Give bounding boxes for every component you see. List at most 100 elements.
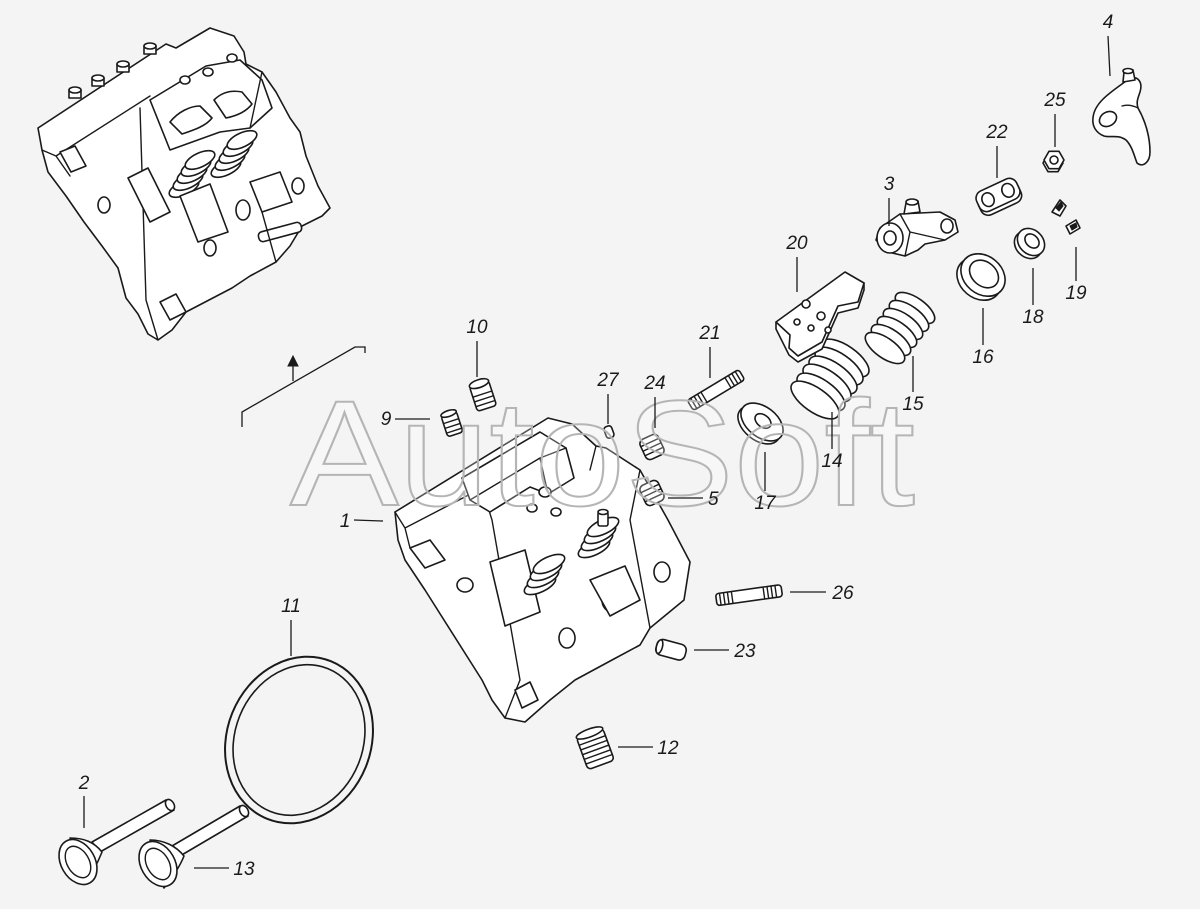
- part-19-valve-keepers-detail: [1055, 201, 1064, 212]
- part-18-washer-detail: [1024, 233, 1040, 249]
- assembled-cylinder-head-view-detail: [169, 105, 213, 135]
- part-12-threaded-plug: [575, 726, 614, 770]
- callout-12: 12: [618, 738, 679, 759]
- part-15-valve-spring: [864, 291, 936, 365]
- part-21-stud-detail: [687, 369, 745, 411]
- part-12-threaded-plug-detail: [578, 734, 613, 765]
- callout-label: 24: [643, 373, 665, 394]
- callouts: 1 2 3 4 5 9 10 11: [78, 12, 1114, 880]
- part-23-plug-detail: [655, 639, 664, 655]
- part-2-valve-detail: [58, 838, 98, 886]
- part-3-rocker-bracket-detail: [940, 218, 954, 234]
- part-5-insert: [639, 479, 665, 507]
- callout-11: 11: [281, 596, 301, 656]
- callout-17: 17: [754, 452, 777, 514]
- part-21-stud: [687, 369, 745, 411]
- assembled-cylinder-head-view-detail: [159, 293, 187, 321]
- part-1-cylinder-head-detail: [514, 681, 539, 709]
- assembled-cylinder-head-view-detail: [41, 95, 159, 341]
- part-3-rocker-bracket: [875, 198, 959, 257]
- assembled-cylinder-head-view: [37, 27, 331, 341]
- part-27-pin-detail: [603, 425, 615, 439]
- part-25-nut-detail: [1049, 155, 1059, 165]
- part-22-plate-detail: [981, 192, 996, 208]
- leader-line: [1107, 35, 1111, 77]
- callout-label: 4: [1103, 12, 1114, 33]
- part-1-cylinder-head-detail: [538, 486, 552, 498]
- callout-label: 9: [381, 409, 392, 430]
- assembled-cylinder-head-view-detail: [213, 90, 253, 119]
- callout-label: 3: [884, 174, 895, 195]
- part-20-plate: [775, 271, 865, 363]
- assembled-cylinder-head-view-detail: [291, 177, 305, 195]
- part-10-plug-detail: [468, 377, 490, 390]
- callout-label: 16: [972, 347, 994, 368]
- part-13-valve: [138, 804, 250, 889]
- part-10-plug: [468, 377, 497, 412]
- assembled-cylinder-head-view-detail: [68, 86, 82, 94]
- part-2-valve-detail: [64, 845, 92, 879]
- part-1-cylinder-head-detail: [597, 508, 609, 516]
- part-20-plate-detail: [801, 299, 811, 309]
- part-16-spring-seat-detail: [968, 259, 1000, 289]
- part-1-cylinder-head-detail: [653, 561, 671, 583]
- callout-13: 13: [194, 859, 255, 880]
- part-15-valve-spring-detail: [864, 331, 906, 365]
- callout-4: 4: [1103, 12, 1114, 77]
- direction-arrow-detail: [241, 346, 366, 427]
- part-3-rocker-bracket-detail: [883, 230, 897, 246]
- part-20-plate-detail: [807, 324, 815, 332]
- part-12-threaded-plug-detail: [575, 726, 604, 740]
- part-1-cylinder-head-detail: [526, 503, 538, 513]
- callout-27: 27: [596, 370, 620, 424]
- callout-5: 5: [668, 489, 719, 510]
- part-14-valve-spring: [790, 338, 870, 420]
- direction-arrow-detail: [287, 354, 299, 367]
- part-26-stud-detail: [718, 584, 778, 606]
- part-18-washer: [1013, 227, 1046, 260]
- callout-3: 3: [884, 174, 895, 226]
- part-1-cylinder-head-detail: [409, 539, 446, 569]
- part-11-gasket-ring: [224, 655, 374, 825]
- assembled-cylinder-head-view-detail: [249, 71, 277, 263]
- callout-15: 15: [902, 356, 924, 415]
- assembled-cylinder-head-view-detail: [97, 196, 111, 214]
- part-1-cylinder-head-detail: [456, 577, 474, 593]
- part-27-pin: [603, 425, 615, 439]
- part-19-valve-keepers: [1051, 199, 1081, 235]
- callout-label: 1: [340, 511, 351, 532]
- callout-label: 27: [596, 370, 620, 391]
- callout-label: 20: [785, 233, 808, 254]
- part-24-insert: [639, 433, 665, 461]
- part-19-valve-keepers-detail: [1069, 222, 1078, 231]
- direction-arrow: [241, 346, 366, 427]
- callout-22: 22: [985, 122, 1008, 178]
- part-17-washer: [737, 402, 784, 445]
- part-20-plate-detail: [824, 326, 832, 334]
- part-1-cylinder-head-detail: [550, 507, 562, 517]
- assembled-cylinder-head-view-detail: [202, 67, 214, 77]
- part-4-rocker-arm-detail: [1121, 104, 1139, 109]
- part-5-insert-detail: [640, 483, 664, 503]
- part-22-plate: [975, 177, 1023, 217]
- callout-19: 19: [1065, 247, 1087, 304]
- assembled-cylinder-head-view-detail: [226, 53, 238, 63]
- callout-label: 18: [1022, 307, 1044, 328]
- part-9-plug-detail: [440, 408, 458, 419]
- part-16-spring-seat: [956, 252, 1006, 302]
- part-4-rocker-arm: [1092, 67, 1151, 166]
- part-9-plug-detail: [442, 417, 463, 434]
- part-13-valve-detail: [171, 805, 249, 857]
- part-2-valve-detail: [164, 798, 176, 812]
- part-11-gasket-ring-detail: [232, 663, 366, 817]
- part-2-valve: [58, 798, 176, 886]
- assembled-cylinder-head-view-detail: [203, 239, 217, 257]
- callout-2: 2: [78, 773, 90, 828]
- callout-14: 14: [821, 412, 843, 472]
- assembled-cylinder-head-view-detail: [179, 183, 229, 243]
- callout-label: 19: [1065, 283, 1087, 304]
- callout-16: 16: [972, 308, 994, 368]
- assembled-cylinder-head-view-detail: [179, 75, 191, 85]
- part-26-stud: [715, 584, 783, 607]
- assembled-cylinder-head-view-detail: [184, 149, 216, 171]
